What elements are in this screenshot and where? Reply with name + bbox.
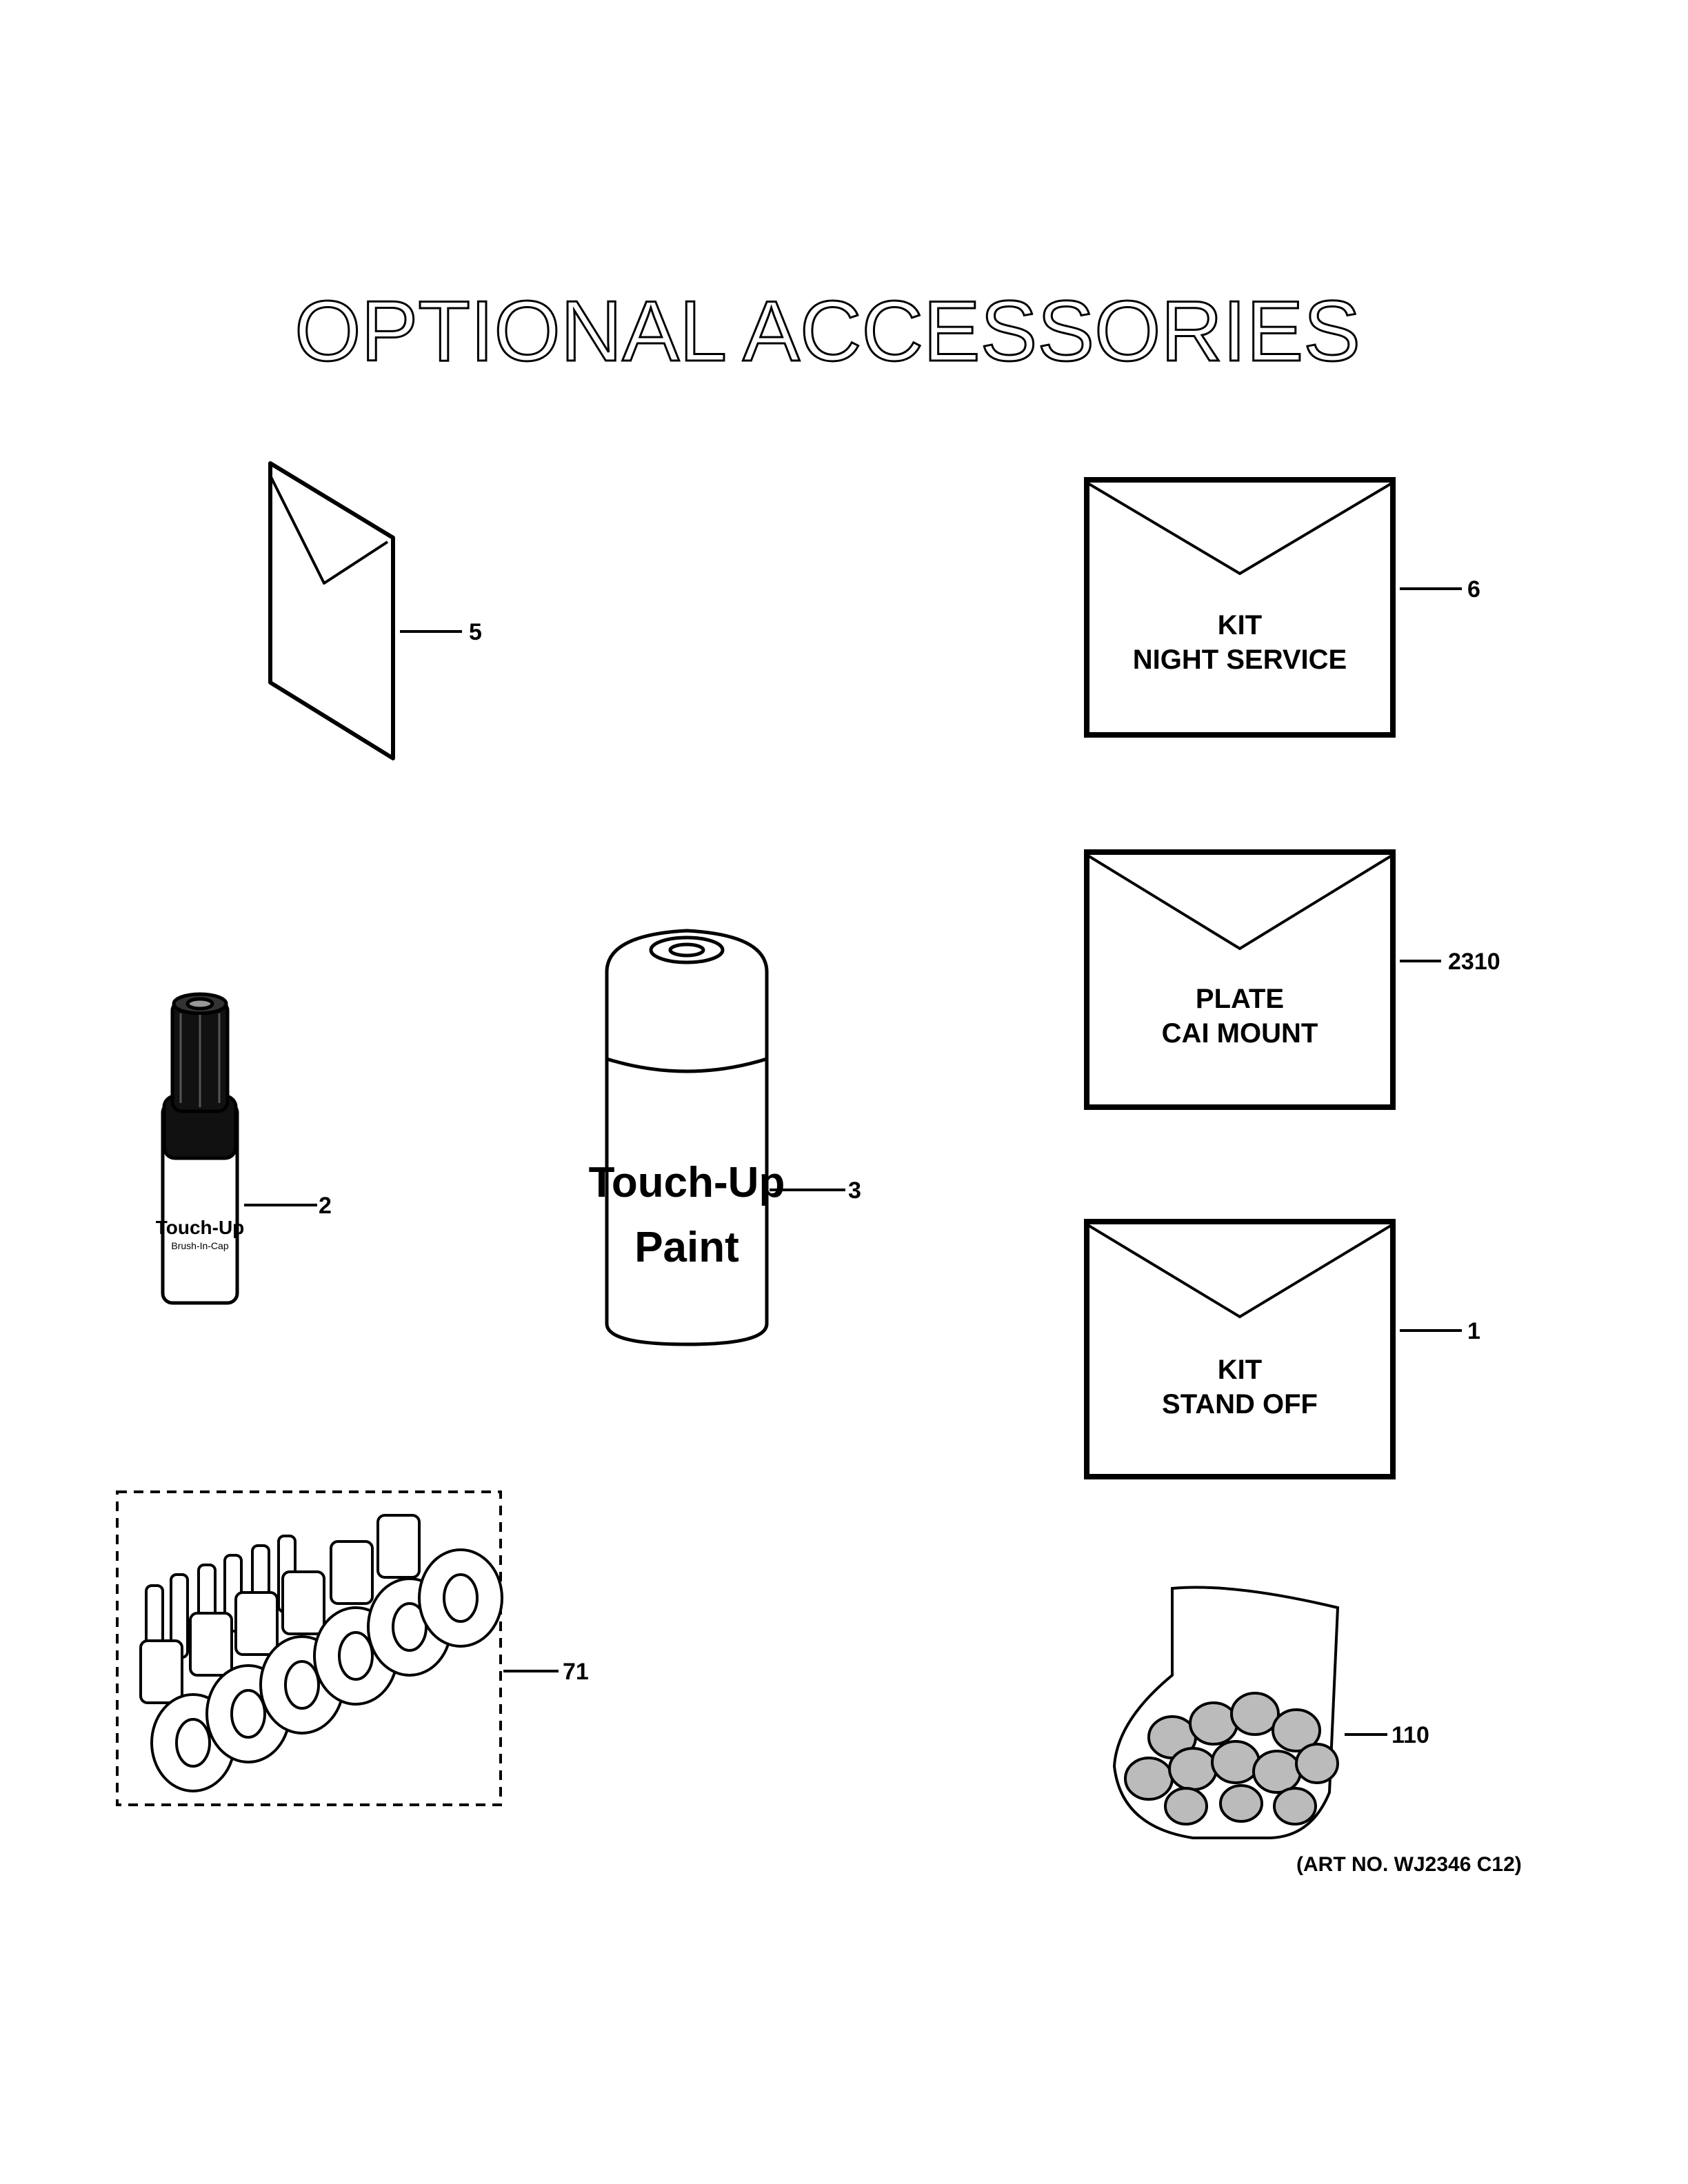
envelope-night-service [1084,477,1462,738]
callout-2310: 2310 [1448,949,1500,975]
callout-110: 110 [1391,1722,1429,1748]
bottle-label-sub: Brush-In-Cap [171,1240,228,1251]
page-title: OPTIONAL ACCESSORIES [294,283,1362,381]
envelope-line-1: PLATE [1196,984,1284,1014]
touch-up-brush-bottle [161,992,317,1305]
callout-5: 5 [469,619,482,645]
hardware-set-dashed-group [116,1490,559,1806]
touch-up-paint-can [605,929,845,1346]
can-label-line-2: Paint [634,1224,739,1271]
envelope-plate-cai-mount [1084,849,1441,1110]
art-number: (ART NO. WJ2346 C12) [1296,1853,1522,1876]
envelope-kit-stand-off [1084,1219,1462,1479]
callout-6: 6 [1467,576,1480,603]
callout-2: 2 [319,1193,332,1219]
bottle-label-main: Touch-Up [156,1217,245,1238]
bag-of-thumb-screws [1112,1586,1387,1839]
callout-1: 1 [1467,1318,1480,1344]
folded-sheet-part [268,461,462,760]
callout-71: 71 [563,1659,589,1685]
envelope-line-2: CAI MOUNT [1162,1018,1318,1049]
envelope-line-2: NIGHT SERVICE [1133,645,1347,675]
envelope-line-1: KIT [1218,610,1262,640]
can-label-line-1: Touch-Up [589,1159,785,1206]
envelope-line-2: STAND OFF [1162,1389,1318,1419]
callout-3: 3 [848,1177,861,1204]
envelope-line-1: KIT [1218,1355,1262,1385]
